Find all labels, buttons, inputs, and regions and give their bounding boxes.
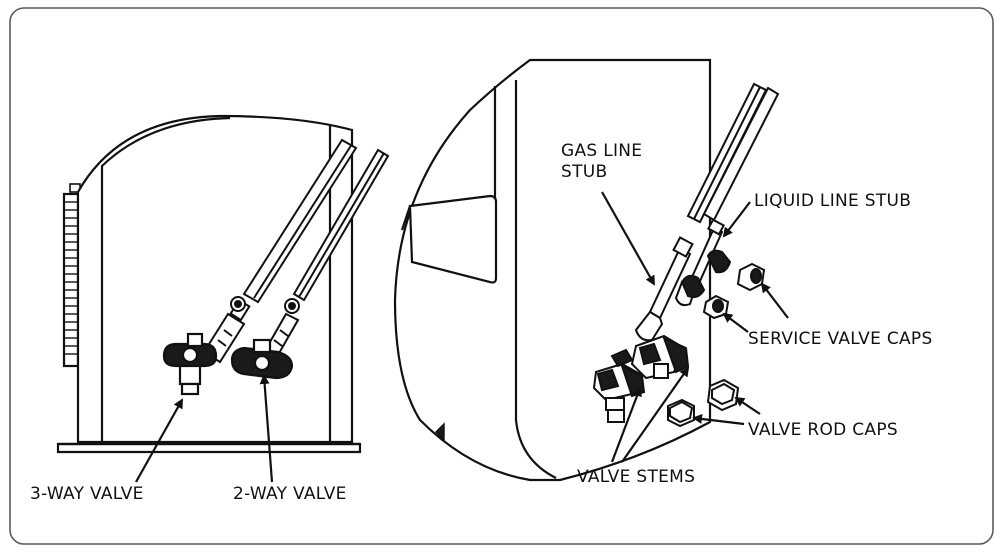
gas-line-stub-label-line1: GAS LINE bbox=[561, 141, 643, 161]
figure-border bbox=[9, 7, 994, 545]
service-valve-caps bbox=[702, 262, 766, 320]
arrow-service-cap-2 bbox=[722, 312, 749, 333]
two-way-valve-body bbox=[230, 338, 294, 380]
arrow-2-way-valve bbox=[259, 374, 274, 483]
three-way-valve-label: 3-WAY VALVE bbox=[30, 484, 144, 504]
two-way-valve-label: 2-WAY VALVE bbox=[233, 484, 347, 504]
left-tubing bbox=[202, 138, 390, 364]
valve-stems-label: VALVE STEMS bbox=[577, 467, 696, 487]
gas-line-stub-label-line2: STUB bbox=[561, 162, 608, 182]
valve-rod-caps-label: VALVE ROD CAPS bbox=[748, 420, 898, 440]
arrow-gas-line-stub bbox=[601, 191, 655, 286]
valve-stem-bodies bbox=[592, 334, 690, 423]
arrow-liquid-line-stub bbox=[722, 201, 751, 238]
arrow-service-cap-1 bbox=[760, 282, 789, 319]
three-way-valve-body bbox=[162, 332, 218, 396]
service-valve-caps-label: SERVICE VALVE CAPS bbox=[748, 329, 933, 349]
panel-cutout bbox=[408, 194, 498, 284]
stub-fittings bbox=[634, 218, 732, 342]
liquid-line-stub-label: LIQUID LINE STUB bbox=[754, 191, 912, 211]
outdoor-unit-left bbox=[56, 114, 362, 454]
outdoor-unit-right bbox=[393, 58, 712, 482]
arrow-rod-cap-1 bbox=[734, 396, 761, 415]
arrow-3-way-valve bbox=[135, 398, 183, 483]
cabinet-front-panel bbox=[100, 116, 231, 442]
arrow-valve-stem-1 bbox=[610, 386, 642, 463]
leader-arrows bbox=[135, 191, 789, 483]
gas-line-stub-label: GAS LINE STUB bbox=[561, 141, 642, 183]
arrow-valve-stem-2 bbox=[621, 366, 690, 463]
base-pan bbox=[56, 442, 362, 454]
arrow-rod-cap-2 bbox=[692, 413, 745, 426]
coil-fins bbox=[62, 183, 81, 368]
